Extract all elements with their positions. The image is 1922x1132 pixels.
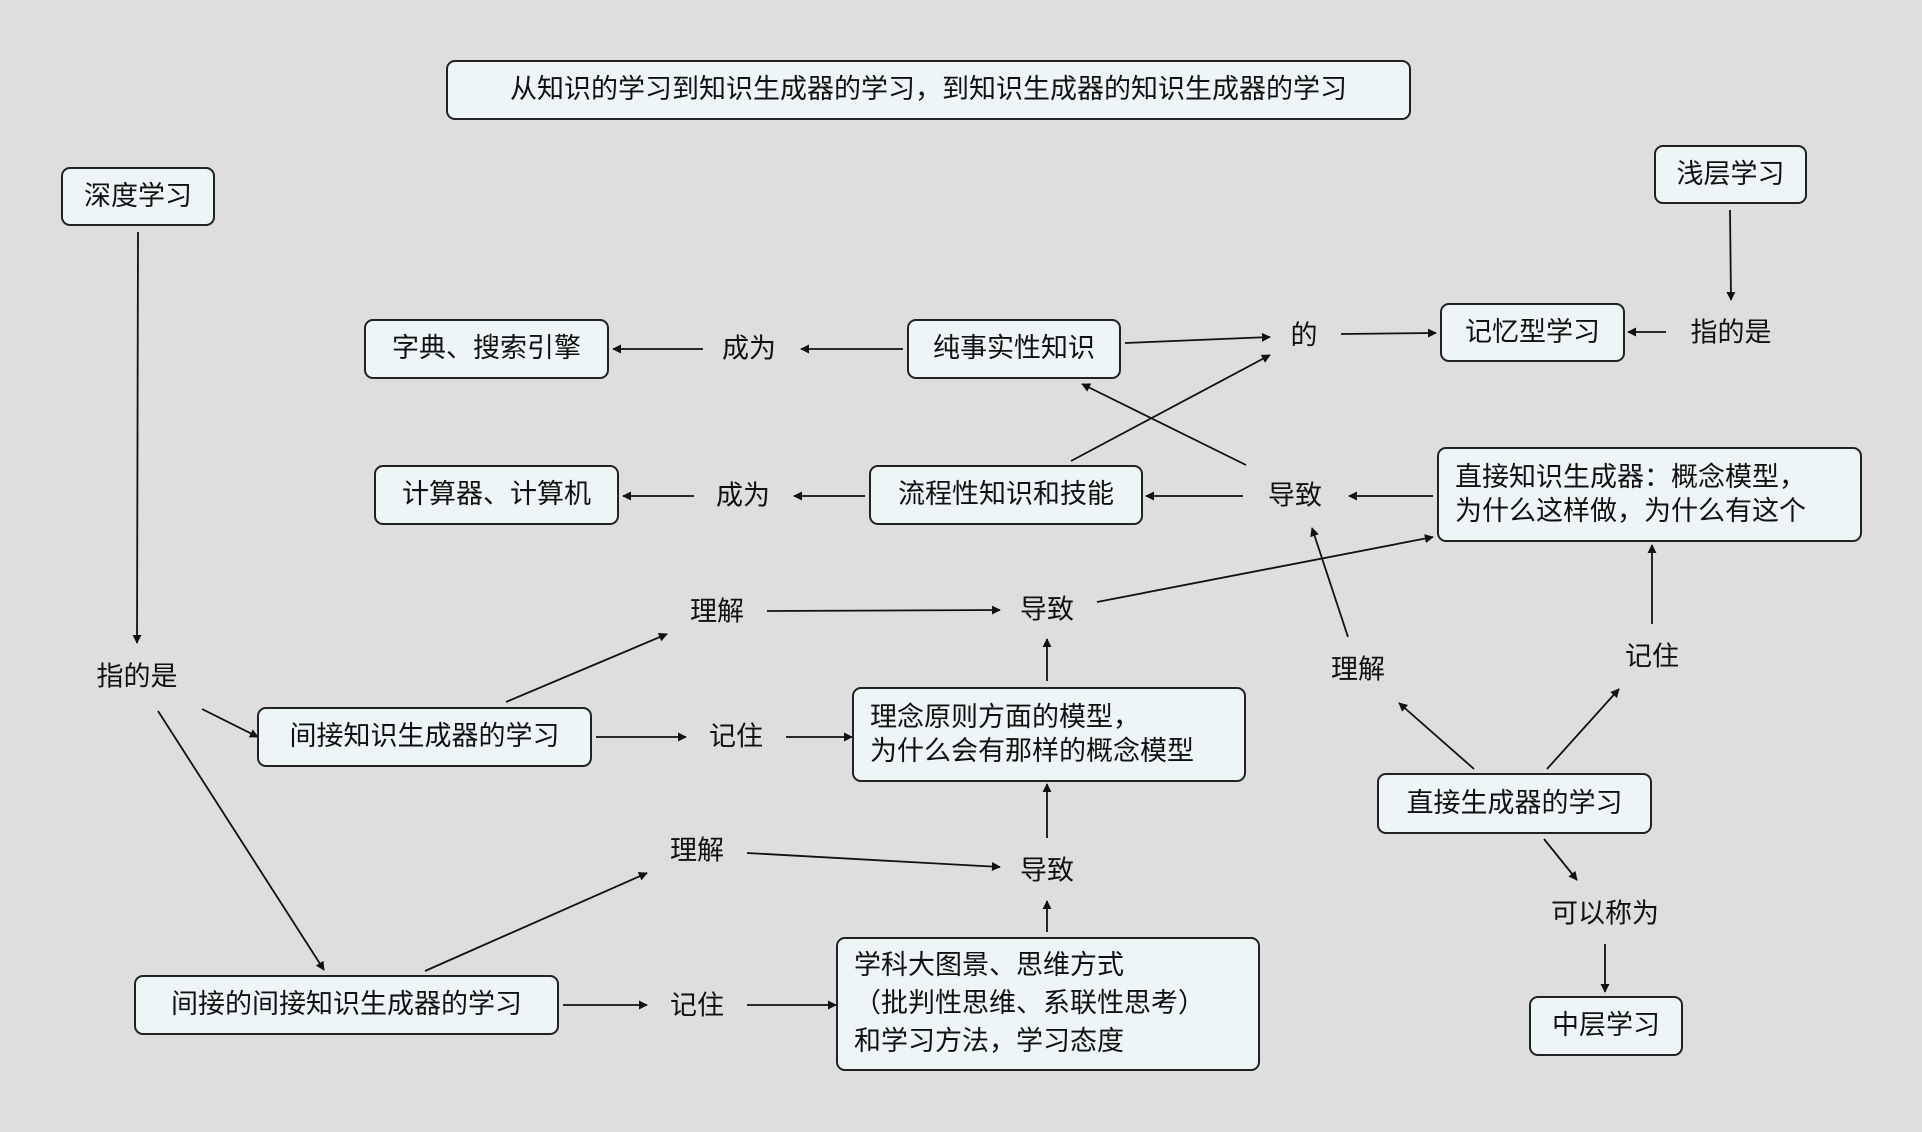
node-dictionary: 字典、搜索引擎 [364,319,609,379]
label-remember-right: 记住 [1625,641,1679,673]
node-direct-generator: 直接知识生成器：概念模型， 为什么这样做，为什么有这个 [1437,447,1862,542]
arrow-deep-to-refers [132,231,142,644]
label-understand-2: 理解 [670,835,724,867]
arrow-understand-right-to-lead [1310,527,1349,638]
label-lead-3: 导致 [1020,855,1074,887]
label-of: 的 [1290,320,1318,352]
label-refers-deep: 指的是 [96,661,178,693]
arrow-shallow-to-refers [1726,209,1736,301]
node-shallow-learning: 浅层学习 [1654,145,1807,204]
node-calculator: 计算器、计算机 [374,465,619,525]
arrow-lead2-to-direct [1096,534,1434,603]
label-can-be-called: 可以称为 [1551,898,1659,930]
arrow-dgl-to-understand-right [1398,702,1475,770]
label-remember-2: 记住 [670,990,724,1022]
node-big-picture: 学科大图景、思维方式 （批判性思维、系联性思考） 和学习方法，学习态度 [836,937,1260,1071]
arrow-ii-to-understand2 [424,872,648,972]
arrow-dgl-to-can-be-called [1543,838,1578,881]
node-procedural: 流程性知识和技能 [869,465,1143,525]
arrow-refers-to-indirect [201,708,259,738]
arrow-indirect-to-understand [505,633,668,703]
node-principle-model: 理念原则方面的模型， 为什么会有那样的概念模型 [852,687,1246,782]
arrow-lead-to-fact [1081,383,1247,466]
node-pure-fact: 纯事实性知识 [907,319,1121,379]
node-middle-learning: 中层学习 [1529,996,1683,1056]
label-become-2: 成为 [716,480,770,512]
node-deep-learning: 深度学习 [61,167,215,226]
label-remember-1: 记住 [709,721,763,753]
arrow-of-to-memory [1340,328,1437,338]
node-indirect-learning: 间接知识生成器的学习 [257,707,592,767]
label-understand-right: 理解 [1331,654,1385,686]
page-title: 从知识的学习到知识生成器的学习，到知识生成器的知识生成器的学习 [446,60,1411,120]
node-memory-learning: 记忆型学习 [1440,303,1625,362]
arrow-procedural-to-of [1070,354,1271,462]
node-indirect-indirect: 间接的间接知识生成器的学习 [134,975,559,1035]
label-refers-shallow: 指的是 [1690,317,1772,349]
arrow-dgl-to-remember-right [1546,688,1620,770]
label-become-1: 成为 [722,333,776,365]
label-lead-2: 导致 [1020,594,1074,626]
arrow-refers-to-indirect-indirect [157,710,325,971]
label-understand-1: 理解 [690,596,744,628]
node-direct-generator-learning: 直接生成器的学习 [1377,773,1652,834]
arrow-fact-to-of [1124,332,1271,344]
arrow-understand2-to-lead3 [746,852,1001,872]
label-lead-1: 导致 [1268,480,1322,512]
arrow-understand-to-lead2 [766,605,1001,615]
